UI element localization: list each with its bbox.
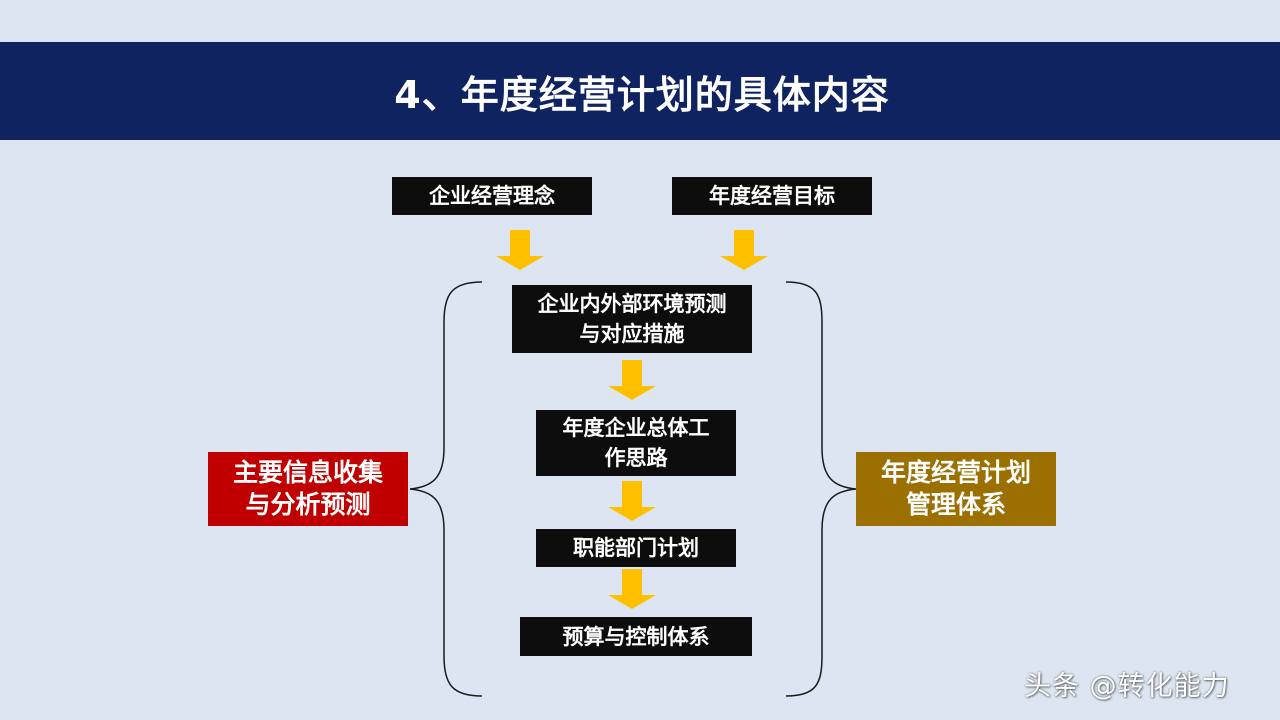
right-brace bbox=[785, 281, 857, 697]
label-plan-management-system-line1: 年度经营计划 bbox=[880, 458, 1031, 487]
label-info-collection-line2: 与分析预测 bbox=[245, 490, 371, 519]
watermark: 头条 @转化能力 bbox=[1024, 671, 1230, 702]
arrow-down-icon bbox=[608, 569, 656, 609]
box-business-philosophy-label: 企业经营理念 bbox=[429, 184, 555, 208]
label-info-collection: 主要信息收集 与分析预测 bbox=[208, 452, 408, 526]
box-environment-forecast-line1: 企业内外部环境预测 bbox=[537, 292, 727, 316]
arrow-down-icon bbox=[608, 481, 656, 521]
arrow-down-icon bbox=[496, 230, 544, 270]
page-title: 4、年度经营计划的具体内容 bbox=[394, 72, 890, 117]
box-annual-work-approach-line1: 年度企业总体工 bbox=[562, 416, 710, 440]
box-budget-control-label: 预算与控制体系 bbox=[562, 624, 710, 649]
box-annual-work-approach-line2: 作思路 bbox=[604, 446, 668, 470]
label-plan-management-system-line2: 管理体系 bbox=[905, 490, 1006, 519]
arrow-down-icon bbox=[720, 230, 768, 270]
box-annual-work-approach: 年度企业总体工 作思路 bbox=[536, 410, 736, 476]
box-department-plan-label: 职能部门计划 bbox=[573, 536, 699, 560]
label-plan-management-system: 年度经营计划 管理体系 bbox=[856, 452, 1056, 526]
box-environment-forecast: 企业内外部环境预测 与对应措施 bbox=[512, 285, 752, 353]
box-department-plan: 职能部门计划 bbox=[536, 529, 736, 567]
box-environment-forecast-line2: 与对应措施 bbox=[579, 322, 685, 346]
box-budget-control: 预算与控制体系 bbox=[520, 617, 752, 656]
box-annual-goals-label: 年度经营目标 bbox=[709, 184, 835, 208]
box-annual-goals: 年度经营目标 bbox=[672, 177, 872, 215]
title-bar: 4、年度经营计划的具体内容 bbox=[0, 42, 1280, 140]
label-info-collection-line1: 主要信息收集 bbox=[232, 458, 383, 487]
arrow-down-icon bbox=[608, 360, 656, 400]
left-brace bbox=[409, 281, 483, 697]
box-business-philosophy: 企业经营理念 bbox=[392, 177, 592, 215]
